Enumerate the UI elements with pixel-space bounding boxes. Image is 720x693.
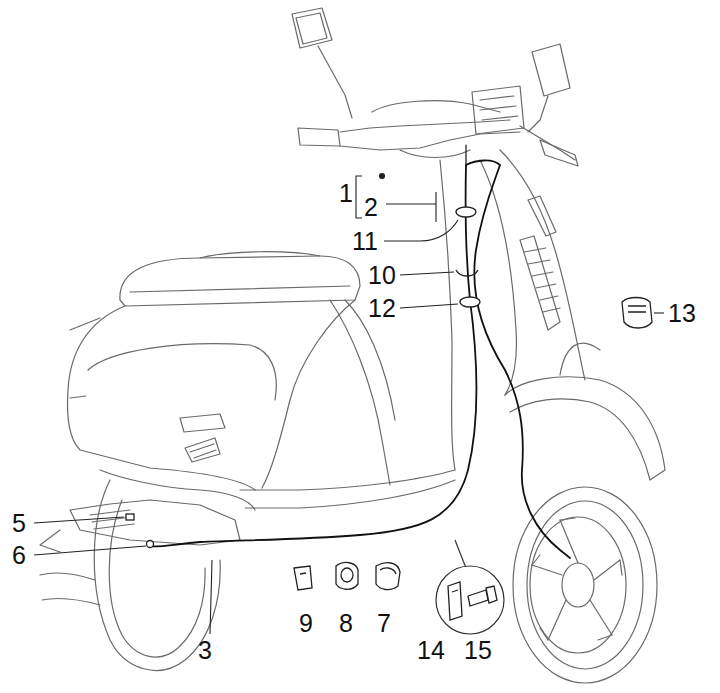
- callout-number: 8: [339, 611, 353, 636]
- callout-number: 7: [377, 611, 391, 636]
- callout-number: 10: [368, 263, 396, 288]
- callout-number: 5: [12, 511, 26, 536]
- callout-number: 14: [417, 638, 445, 663]
- callout-number: 9: [299, 611, 313, 636]
- callout-number: 6: [12, 543, 26, 568]
- callout-number: 3: [198, 638, 212, 663]
- callout-number: 11: [352, 229, 378, 254]
- callout-number: 2: [364, 195, 378, 220]
- callout-number: 12: [368, 296, 396, 321]
- callout-number: 13: [668, 301, 696, 326]
- callout-number: 1: [339, 181, 353, 206]
- callout-number: 15: [464, 638, 492, 663]
